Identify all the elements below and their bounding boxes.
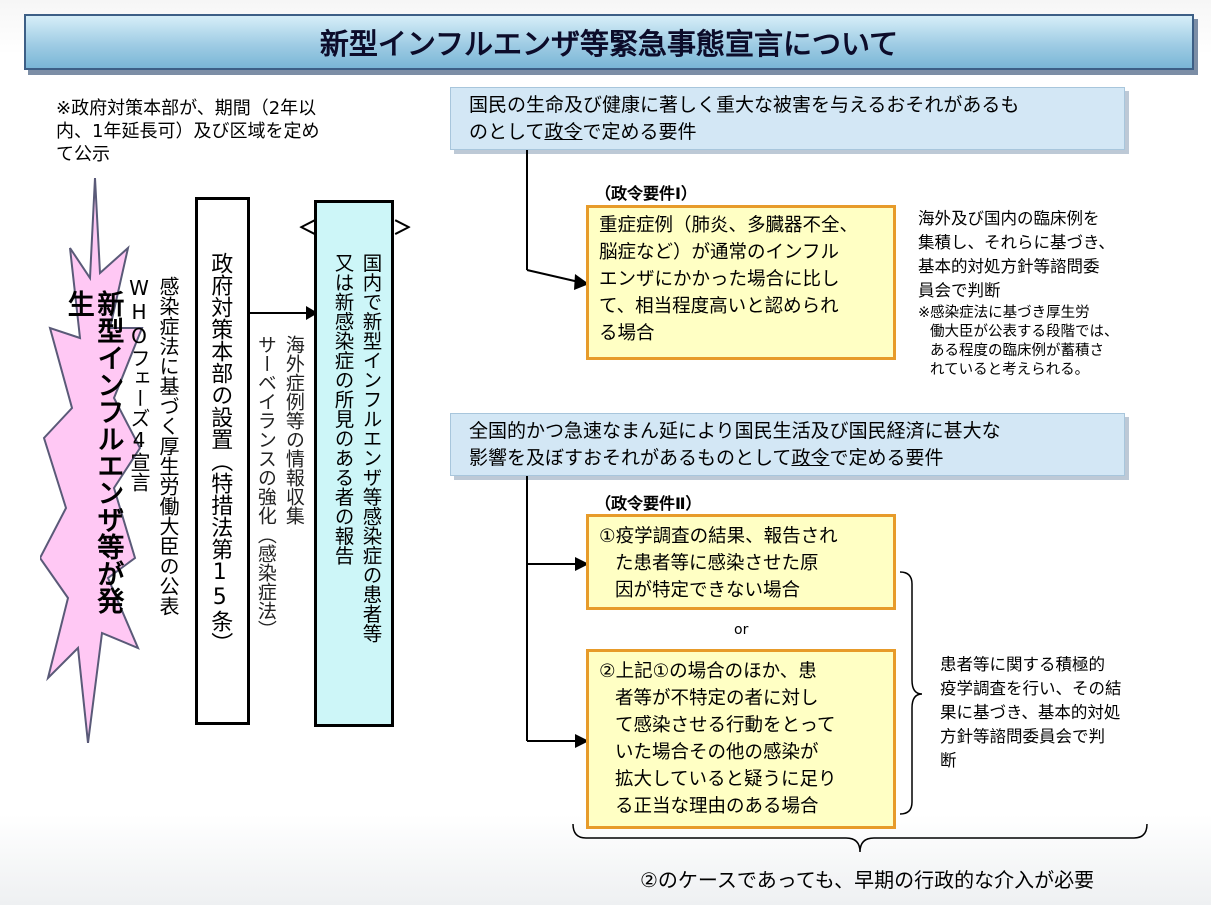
requirement-1-header-line: 国民の生命及び健康に著しく重大な被害を与えるおそれがあるも xyxy=(469,94,1020,116)
remark-line: れていると考えられる。 xyxy=(930,362,1090,378)
right-brace xyxy=(899,571,923,815)
page-title: 新型インフルエンザ等緊急事態宣言について xyxy=(24,14,1194,70)
who-phase-text: WHOフェーズ4宣言 xyxy=(127,276,151,492)
side-note-line: 基本的対処方針等諮問委 xyxy=(918,257,1100,276)
requirement-1-header-line: のとして政令で定める要件 xyxy=(469,119,1106,146)
requirement-1-header: 国民の生命及び健康に著しく重大な被害を与えるおそれがあるも のとして政令で定める… xyxy=(450,87,1125,150)
requirement-2-header-line: 影響を及ぼすおそれがあるものとして政令で定める要件 xyxy=(469,445,1106,472)
arrow-hq-to-legal xyxy=(250,306,318,320)
side-note-line: 方針等諮問委員会で判 xyxy=(940,727,1105,746)
requirement-2-box-2-line: ②上記①の場合のほか、患 xyxy=(599,661,817,682)
requirement-2-label: （政令要件Ⅱ） xyxy=(595,494,702,513)
requirement-1-side-note: 海外及び国内の臨床例を 集積し、それらに基づき、 基本的対処方針等諮問委 員会で… xyxy=(918,207,1158,303)
requirement-2-box-2-line: 者等が不特定の者に対し xyxy=(615,688,819,709)
top-note: ※政府対策本部が、期間（2年以 内、1年延長可）及び区域を定め て公示 xyxy=(56,97,396,166)
page-title-text: 新型インフルエンザ等緊急事態宣言について xyxy=(319,27,899,61)
remark-line: ※感染症法に基づき厚生労 xyxy=(918,305,1090,321)
requirement-2-box-2-line: 拡大していると疑うに足り xyxy=(615,769,837,790)
header-text: で定める要件 xyxy=(829,447,944,469)
requirement-2-box-2-line: て感染させる行動をとって xyxy=(615,715,836,736)
overseas-info-text: 海外症例等の情報収集 xyxy=(282,335,305,525)
requirement-2-box-1-line: 因が特定できない場合 xyxy=(615,580,801,601)
requirement-2-box-2: ②上記①の場合のほか、患 者等が不特定の者に対し て感染させる行動をとって いた… xyxy=(586,649,896,829)
requirement-2-box-2-line: る正当な理由のある場合 xyxy=(615,796,819,817)
top-note-line: ※政府対策本部が、期間（2年以 xyxy=(56,98,317,119)
requirement-2-box-2-line: いた場合その他の感染が xyxy=(615,742,819,763)
minister-announcement-text: 感染症法に基づく厚生労働大臣の公表 xyxy=(156,276,180,616)
requirement-1-box: 重症症例（肺炎、多臓器不全、 脳症など）が通常のインフル エンザにかかった場合に… xyxy=(586,205,896,360)
requirement-2-side-note: 患者等に関する積極的 疫学調査を行い、その結 果に基づき、基本的対処 方針等諮問… xyxy=(940,653,1155,773)
surveillance-text: サーベイランスの強化（感染症法） xyxy=(254,335,277,639)
requirement-2-box-1: ①疫学調査の結果、報告され た患者等に感染させた原 因が特定できない場合 xyxy=(586,514,896,610)
government-hq-box: 政府対策本部の設置（特措法第15条） xyxy=(195,197,250,725)
header-text: 影響を及ぼすおそれがあるものとして xyxy=(469,447,792,469)
requirement-1-box-line: エンザにかかった場合に比し xyxy=(599,269,840,290)
header-text: で定める要件 xyxy=(582,121,697,143)
top-note-line: て公示 xyxy=(56,144,110,165)
legal-requirement-text-1: 国内で新型インフルエンザ等感染症の患者等 xyxy=(359,253,382,643)
side-note-line: 員会で判断 xyxy=(918,281,1001,300)
side-note-line: 疫学調査を行い、その結 xyxy=(940,679,1122,698)
requirement-2-header: 全国的かつ急速なまん延により国民生活及び国民経済に甚大な 影響を及ぼすおそれがあ… xyxy=(450,413,1125,476)
header-underlined-text: 政令 xyxy=(544,121,583,143)
requirement-1-box-line: る場合 xyxy=(599,323,655,344)
requirement-2-box-1-line: た患者等に感染させた原 xyxy=(615,553,819,574)
side-note-line: 断 xyxy=(940,751,957,770)
requirement-2-connector xyxy=(526,476,589,748)
bottom-brace xyxy=(572,823,1148,853)
requirement-1-box-line: 重症症例（肺炎、多臓器不全、 xyxy=(599,215,859,236)
side-note-line: 果に基づき、基本的対処 xyxy=(940,703,1121,722)
requirement-2-header-line: 全国的かつ急速なまん延により国民生活及び国民経済に甚大な xyxy=(469,420,1001,442)
remark-line: 働大臣が公表する段階では、 xyxy=(930,324,1119,340)
requirement-1-connector xyxy=(526,150,589,290)
outbreak-label: 新型インフルエンザ等が発生 xyxy=(62,290,124,614)
requirement-2-box-1-line: ①疫学調査の結果、報告され xyxy=(599,526,838,547)
header-text: のとして xyxy=(469,121,545,143)
legal-requirement-box: 国内で新型インフルエンザ等感染症の患者等 又は新感染症の所見のある者の報告 xyxy=(314,200,394,727)
side-note-line: 患者等に関する積極的 xyxy=(940,655,1105,674)
remark-line: ある程度の臨床例が蓄積さ xyxy=(930,343,1104,359)
requirement-1-remark: ※感染症法に基づき厚生労 働大臣が公表する段階では、 ある程度の臨床例が蓄積さ … xyxy=(918,304,1163,380)
legal-requirement-text-2: 又は新感染症の所見のある者の報告 xyxy=(331,253,354,565)
requirement-1-label: （政令要件Ⅰ） xyxy=(595,184,697,203)
requirement-1-box-line: 脳症など）が通常のインフル xyxy=(599,242,839,263)
top-note-line: 内、1年延長可）及び区域を定め xyxy=(56,121,320,142)
side-note-line: 集積し、それらに基づき、 xyxy=(918,233,1115,252)
side-note-line: 海外及び国内の臨床例を xyxy=(918,209,1100,228)
government-hq-text: 政府対策本部の設置（特措法第15条） xyxy=(207,252,233,654)
requirement-1-box-line: て、相当程度高いと認められ xyxy=(599,296,839,317)
outbreak-burst-shape xyxy=(40,178,144,743)
or-separator: or xyxy=(734,622,749,638)
bottom-note: ②のケースであっても、早期の行政的な介入が必要 xyxy=(640,868,1095,892)
header-underlined-text: 政令 xyxy=(791,447,830,469)
